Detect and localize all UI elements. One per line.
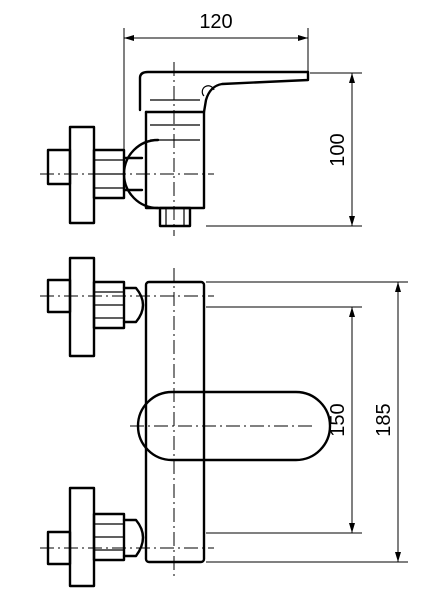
front-upper-eccentric xyxy=(122,286,145,324)
dimension-label-150: 150 xyxy=(327,403,349,436)
front-upper-wall-flange xyxy=(68,256,96,358)
side-inlet-pipe xyxy=(46,148,72,186)
side-outlet xyxy=(158,206,192,228)
side-handle-pivot xyxy=(201,85,215,97)
dimension-inner-height: 150 xyxy=(206,306,362,534)
side-valve-body xyxy=(144,110,206,210)
dimension-label-185: 185 xyxy=(373,403,395,436)
side-view xyxy=(40,62,310,236)
dimension-label-100: 100 xyxy=(327,133,349,166)
dimension-height-top: 100 xyxy=(206,72,362,227)
side-wall-flange xyxy=(68,125,96,225)
front-view xyxy=(40,256,332,588)
front-lower-eccentric xyxy=(122,518,145,558)
front-lever-handle xyxy=(136,390,332,462)
side-lever-handle xyxy=(138,70,310,114)
dimension-label-120: 120 xyxy=(199,11,232,33)
dimension-width-top: 120 xyxy=(123,11,309,150)
dimension-outer-height: 185 xyxy=(206,281,408,563)
front-valve-body xyxy=(144,280,206,564)
front-lower-wall-flange xyxy=(68,486,96,588)
